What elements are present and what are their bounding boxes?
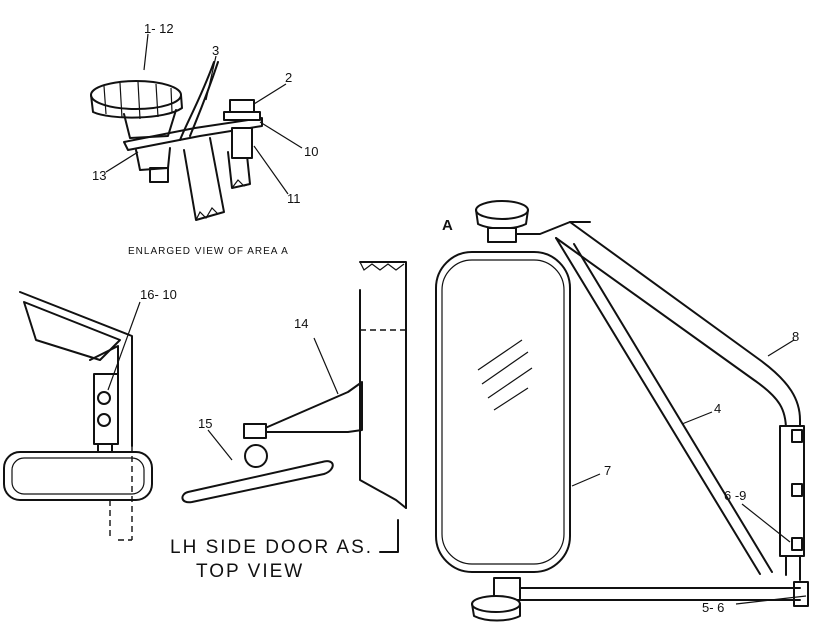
door-break	[359, 261, 405, 271]
clamp-bolt-2	[97, 413, 111, 427]
main-mirror	[435, 200, 809, 622]
main-bottom-knob	[471, 595, 521, 613]
clamp-bolt-1	[97, 391, 111, 405]
knob-stem	[123, 109, 177, 139]
left-mirror-glass	[11, 457, 145, 495]
knob-ridges	[103, 81, 173, 120]
bolt-head	[229, 99, 255, 113]
top-knob	[243, 423, 267, 439]
door-panel	[23, 301, 121, 361]
main-mirror-head	[435, 251, 571, 573]
post-right	[227, 145, 251, 189]
callout-5-6: 5- 6	[702, 600, 724, 615]
main-mirror-glass	[441, 259, 565, 565]
bolt-nut	[231, 127, 253, 159]
caption-arrow	[379, 519, 399, 553]
door-frame-top	[19, 291, 133, 447]
bracket-arm-edge	[189, 61, 219, 137]
mount-lower	[793, 581, 809, 607]
post-break	[195, 207, 225, 221]
mount-bolt-1	[791, 429, 803, 443]
hidden-lines	[109, 446, 133, 541]
callout-3: 3	[212, 43, 219, 58]
mirror-clamp	[93, 373, 119, 445]
callout-15: 15	[198, 416, 212, 431]
arm-outer	[569, 221, 801, 581]
callout-16-10: 16- 10	[140, 287, 177, 302]
callout-10: 10	[304, 144, 318, 159]
callout-14: 14	[294, 316, 308, 331]
main-top-nut	[487, 227, 517, 243]
enlarged-view-area-a	[90, 61, 263, 221]
support-post	[183, 137, 225, 221]
lower-stem	[135, 147, 171, 171]
top-mirror	[181, 460, 334, 504]
washer	[223, 111, 261, 121]
top-bracket	[255, 381, 363, 433]
mount-bolt-2	[791, 483, 803, 497]
caption-enlarged-view: ENLARGED VIEW OF AREA A	[128, 246, 289, 257]
post-right-break	[231, 179, 251, 189]
caption-lh-side-door: LH SIDE DOOR AS.	[170, 537, 373, 558]
callout-2: 2	[285, 70, 292, 85]
callout-6-9: 6 -9	[724, 488, 746, 503]
arm-bottom	[519, 587, 801, 601]
door-side	[359, 289, 407, 509]
door-edge	[359, 261, 407, 509]
left-mirror-view	[3, 291, 153, 541]
callout-4: 4	[714, 401, 721, 416]
callout-13: 13	[92, 168, 106, 183]
main-bottom-knob-body	[471, 603, 521, 622]
callout-1-12: 1- 12	[144, 21, 174, 36]
brace-inner	[573, 243, 773, 573]
bracket-plate	[123, 117, 263, 151]
caption-top-view: TOP VIEW	[196, 561, 304, 582]
area-letter-a: A	[442, 217, 453, 234]
callout-11: 11	[287, 191, 301, 206]
left-mirror-head	[3, 451, 153, 501]
mount-bolt-3	[791, 537, 803, 551]
bracket-arm	[179, 61, 215, 141]
knob-body	[90, 94, 183, 119]
top-view	[181, 261, 407, 553]
glass-reflection	[477, 339, 533, 411]
main-top-knob	[475, 200, 529, 220]
brace-outer	[555, 237, 761, 575]
callout-7: 7	[604, 463, 611, 478]
ball-joint	[244, 444, 268, 468]
callout-8: 8	[792, 329, 799, 344]
leaders-enlarged	[105, 33, 303, 195]
lower-nut	[149, 167, 169, 183]
arm-top	[515, 221, 591, 235]
